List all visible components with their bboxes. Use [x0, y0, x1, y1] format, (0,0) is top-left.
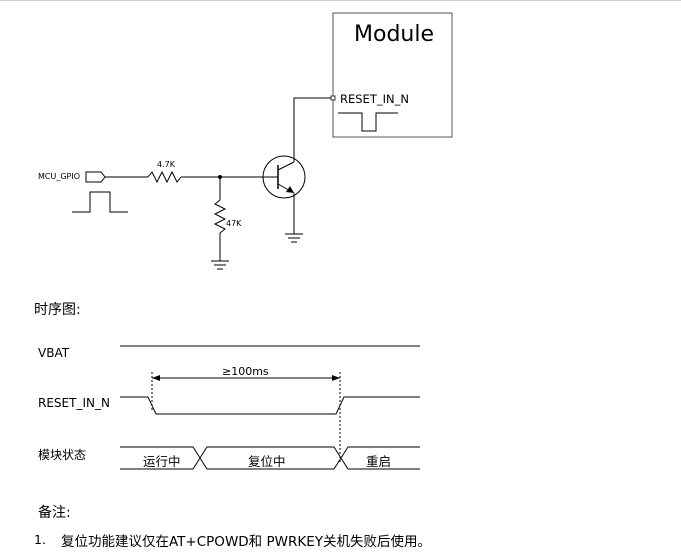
state-resetting-label: 复位中: [248, 454, 286, 469]
gpio-port-symbol: [85, 171, 106, 183]
resistor1-label: 4.7K: [157, 160, 175, 169]
module-pulse-symbol: [338, 112, 398, 132]
reset-pin-label: RESET_IN_N: [340, 92, 409, 106]
duration-label: ≥100ms: [222, 365, 269, 378]
transistor-collector: [277, 161, 295, 171]
duration-arrow-left: [152, 375, 160, 381]
resistor-4k7: [147, 170, 182, 184]
module-box: [332, 12, 453, 138]
vbat-signal-label: VBAT: [38, 346, 70, 360]
state-bus-restart: [340, 446, 420, 470]
reset-signal-label: RESET_IN_N: [38, 396, 110, 410]
collector-wire: [293, 97, 331, 162]
transistor-emitter-arrow: [286, 186, 294, 193]
gpio-pulse-symbol: [72, 191, 128, 213]
module-title: Module: [354, 22, 434, 47]
duration-arrow-right: [332, 375, 340, 381]
timing-section-title: 时序图:: [34, 302, 81, 318]
note-text: 复位功能建议仅在AT+CPOWD和 PWRKEY关机失败后使用。: [61, 534, 431, 550]
notes-title: 备注:: [38, 505, 71, 521]
resistor-47k: [213, 199, 227, 234]
reset-waveform: [120, 396, 420, 415]
note-number: 1.: [34, 532, 46, 547]
state-restart-label: 重启: [366, 454, 392, 469]
gpio-label: MCU_GPIO: [38, 172, 81, 181]
state-running-label: 运行中: [143, 454, 181, 469]
resistor2-label: 47K: [226, 219, 242, 228]
module-state-label: 模块状态: [38, 448, 87, 462]
reset-pin: [330, 95, 336, 101]
top-border-line: [0, 0, 681, 1]
